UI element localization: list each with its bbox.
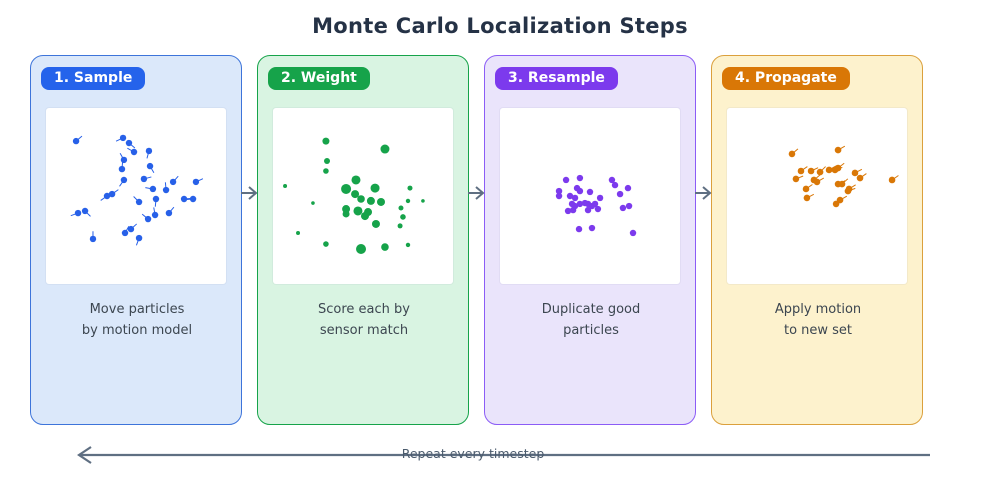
particle-plot-resample xyxy=(500,108,680,284)
particle-plot-sample xyxy=(46,108,226,284)
panel-badge: 1. Sample xyxy=(41,67,146,90)
particle-scatter xyxy=(283,137,425,254)
panel-badge: 2. Weight xyxy=(268,67,370,90)
repeat-label: Repeat every timestep xyxy=(401,446,545,461)
particle-scatter xyxy=(788,145,899,208)
particle-plot-propagate xyxy=(727,108,907,284)
page-title: Monte Carlo Localization Steps xyxy=(312,14,688,38)
step-arrow-2-icon xyxy=(468,186,485,200)
panel-badge: 4. Propagate xyxy=(722,67,850,90)
particle-plot-weight xyxy=(273,108,453,284)
repeat-loop-arrow-icon xyxy=(77,446,930,464)
particle-scatter xyxy=(70,134,204,246)
step-arrow-1-icon xyxy=(241,186,258,200)
step-arrow-3-icon xyxy=(695,186,712,200)
panel-badge: 3. Resample xyxy=(495,67,618,90)
particle-scatter xyxy=(555,174,637,237)
